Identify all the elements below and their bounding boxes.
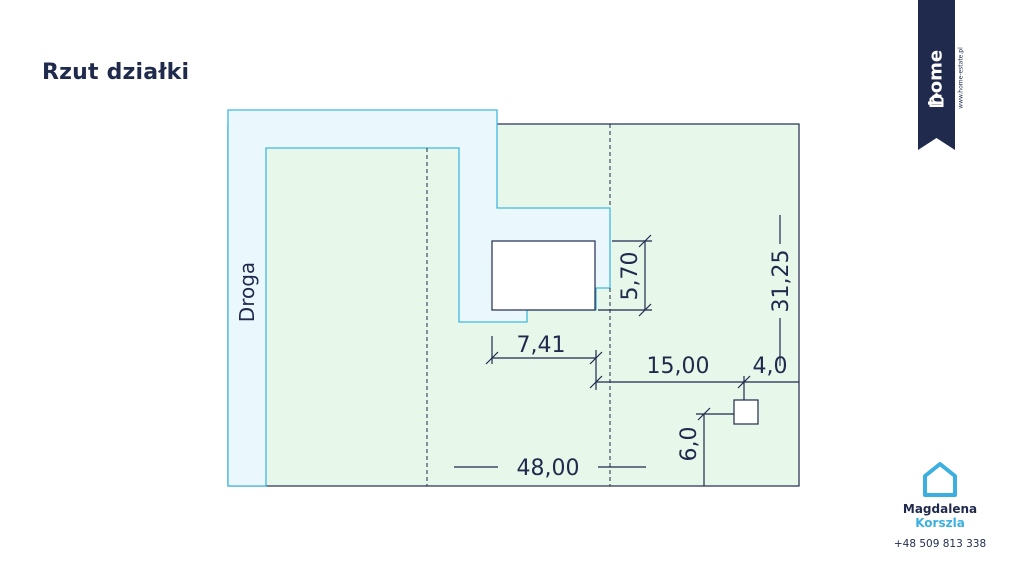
building bbox=[491, 240, 596, 311]
brand-logo: home bbox=[925, 49, 947, 107]
dimension-building-width bbox=[485, 336, 603, 390]
house-outline-icon bbox=[923, 462, 957, 497]
dimension-building-depth bbox=[598, 234, 652, 317]
home-icon bbox=[929, 92, 944, 107]
road-label: Droga bbox=[235, 262, 259, 322]
small-building bbox=[733, 399, 759, 425]
agent-card: Magdalena Korszla +48 509 813 338 bbox=[880, 460, 1000, 550]
dimension-label-building-width: 7,41 bbox=[517, 333, 566, 358]
dimension-label-small-width: 4,0 bbox=[753, 354, 788, 379]
dimension-small-depth bbox=[696, 407, 734, 421]
agent-phone[interactable]: +48 509 813 338 bbox=[893, 538, 987, 550]
dimension-label-small-depth: 6,0 bbox=[677, 427, 702, 462]
dimension-label-setback: 15,00 bbox=[647, 354, 710, 379]
page-title: Rzut działki bbox=[42, 60, 190, 85]
dimension-setback bbox=[589, 375, 751, 400]
brand-url: www.home-estate.pl bbox=[957, 47, 965, 109]
dimension-label-building-depth: 5,70 bbox=[618, 252, 643, 301]
agent-last-name: Korszla bbox=[915, 516, 965, 530]
dimension-label-total-depth: 31,25 bbox=[769, 250, 794, 313]
agent-first-name: Magdalena bbox=[902, 502, 978, 516]
dimension-label-total-width: 48,00 bbox=[517, 456, 580, 481]
brand-tab bbox=[918, 0, 955, 150]
